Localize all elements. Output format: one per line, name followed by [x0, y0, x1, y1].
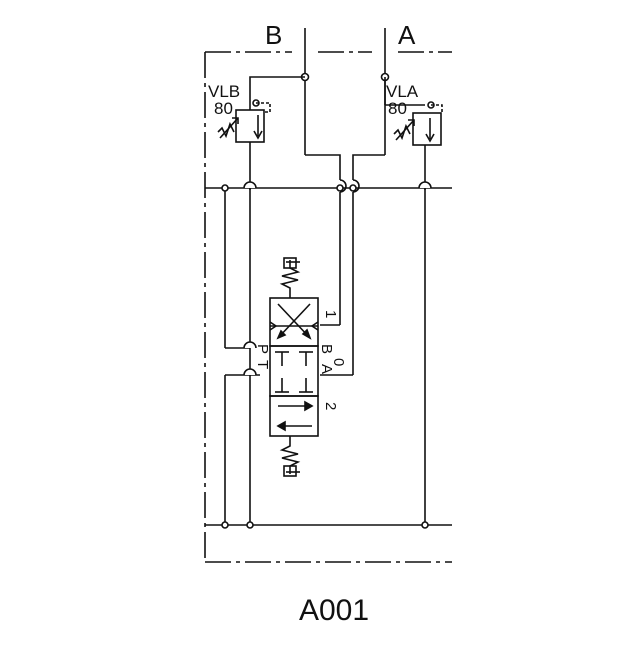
crossover-bumps: [243, 181, 432, 376]
valve-position-2: 2: [322, 402, 339, 410]
valve-position-0: 0: [330, 358, 347, 366]
vertical-galleries: [224, 188, 426, 525]
relief-valve-b-name: VLB: [208, 82, 240, 101]
valve-port-p: P: [254, 344, 271, 354]
valve-port-a: A: [318, 364, 335, 374]
work-line-b: [304, 28, 347, 326]
port-b-label: B: [265, 20, 282, 50]
directional-valve: [269, 257, 319, 477]
valve-port-t: T: [254, 360, 271, 369]
port-a-label: A: [398, 20, 416, 50]
valve-port-b: B: [318, 344, 335, 354]
relief-valve-a-setting: 80: [388, 99, 407, 118]
block-id: A001: [299, 594, 369, 627]
gallery-junctions: [221, 184, 429, 529]
relief-valve-b-setting: 80: [214, 99, 233, 118]
relief-valve-a: [384, 77, 443, 190]
block-boundary: [204, 51, 452, 563]
work-line-a: [320, 28, 386, 376]
relief-valve-a-name: VLA: [386, 82, 419, 101]
valve-position-1: 1: [322, 310, 339, 318]
